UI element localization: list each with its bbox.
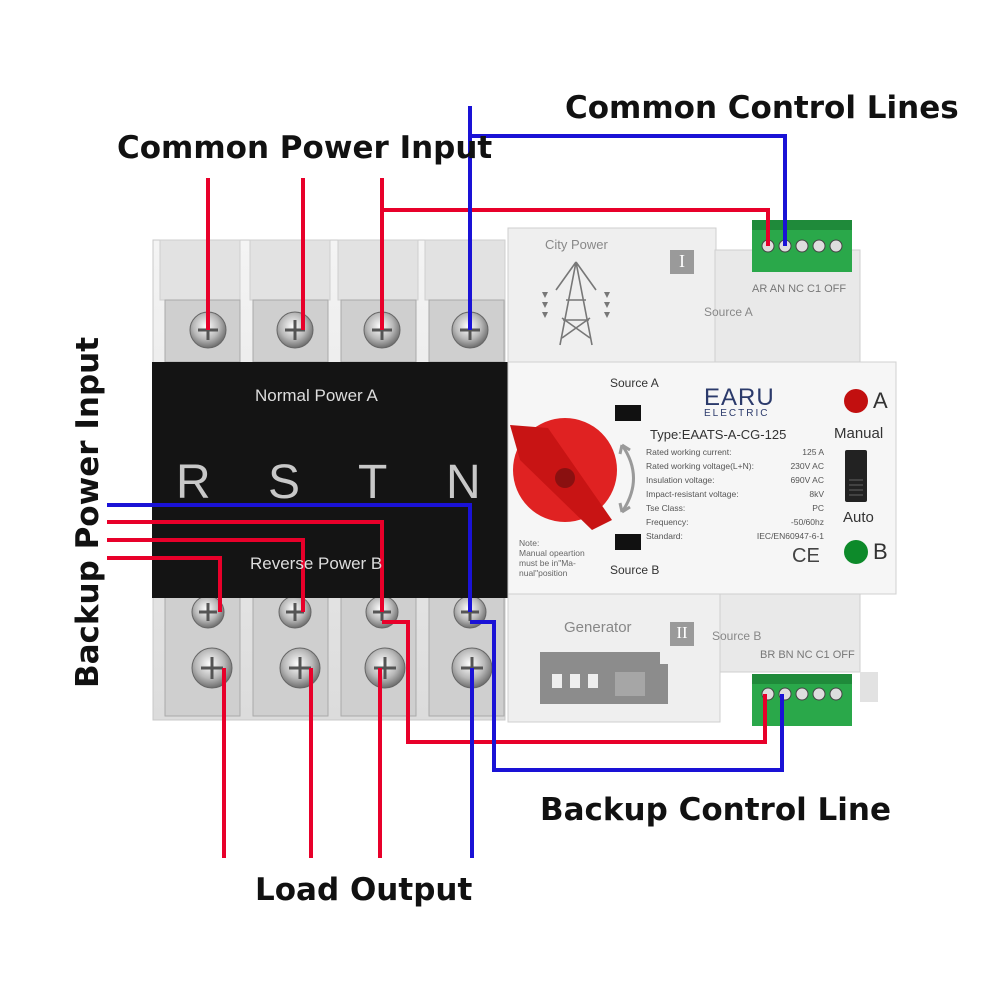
source-b-window-label: Source B (610, 563, 660, 577)
mode-switch[interactable] (845, 450, 867, 502)
led-b-label: B (873, 539, 888, 564)
brand-logo: EARU (704, 384, 775, 411)
bottom-terminal-block (752, 674, 852, 726)
source-a-window-label: Source A (610, 376, 659, 390)
wire-backup-r (107, 556, 222, 612)
led-a-label: A (873, 388, 888, 413)
spec-table: Rated working current:125 A Rated workin… (646, 445, 824, 543)
device-type: Type:EAATS-A-CG-125 (650, 427, 787, 442)
spec-row: Frequency:-50/60hz (646, 517, 824, 527)
panel-top-label: Normal Power A (255, 386, 378, 405)
generator-label: Generator (564, 619, 632, 636)
top-terminal-labels: AR AN NC C1 OFF (752, 283, 847, 295)
wire-control-a-neutral (470, 134, 787, 246)
generator-icon (540, 652, 668, 704)
wire-control-a-live (382, 208, 770, 246)
manual-note: Note: Manual opeartion must be in"Ma- nu… (519, 538, 585, 578)
screw-icon (278, 595, 312, 629)
wire-control-b-live (382, 620, 767, 744)
label-backup-control-line: Backup Control Line (540, 792, 892, 828)
city-power-label: City Power (545, 237, 608, 252)
spec-row: Tse Class:PC (646, 503, 824, 513)
selector-handle[interactable] (510, 418, 617, 530)
label-load-output: Load Output (255, 872, 473, 908)
phase-label-t: T (358, 456, 388, 509)
manual-label: Manual (834, 425, 884, 442)
source-a-caption: Source A (704, 305, 753, 319)
wire-control-b-neutral (470, 620, 784, 772)
spec-row: Insulation voltage:690V AC (646, 475, 824, 485)
led-a-icon (844, 389, 868, 413)
spec-row: Standard:IEC/EN60947-6-1 (646, 531, 824, 541)
label-backup-power-input: Backup Power Input (70, 336, 106, 688)
label-common-power-input: Common Power Input (117, 130, 493, 166)
screw-icon (276, 311, 314, 349)
label-common-control-lines: Common Control Lines (565, 90, 959, 126)
led-b-icon (844, 540, 868, 564)
panel-bottom-label: Reverse Power B (250, 554, 383, 573)
screw-icon (191, 595, 225, 629)
screw-icon (279, 647, 321, 689)
source-b-caption: Source B (712, 629, 762, 643)
pylon-icon (555, 261, 597, 346)
wire-backup-t (107, 520, 384, 612)
phase-label-s: S (268, 456, 301, 509)
ce-mark: CE (792, 545, 820, 567)
phase-label-n: N (446, 456, 481, 509)
roman-two: II (676, 623, 688, 642)
wire-backup-n (107, 503, 472, 612)
rotate-arrow-icon (618, 443, 635, 514)
arrow-down-icon (542, 292, 610, 318)
roman-one: I (679, 251, 685, 271)
spec-row: Rated working current:125 A (646, 447, 824, 457)
wiring (107, 106, 787, 858)
controller-module (507, 227, 897, 723)
auto-label: Auto (843, 509, 874, 526)
wire-backup-s (107, 538, 305, 612)
screw-icon (364, 647, 406, 689)
phase-label-r: R (176, 456, 211, 509)
spec-row: Rated working voltage(L+N):230V AC (646, 461, 824, 471)
bottom-terminal-labels: BR BN NC C1 OFF (760, 649, 855, 661)
spec-row: Impact-resistant voltage:8kV (646, 489, 824, 499)
brand-sub: ELECTRIC (704, 408, 770, 419)
